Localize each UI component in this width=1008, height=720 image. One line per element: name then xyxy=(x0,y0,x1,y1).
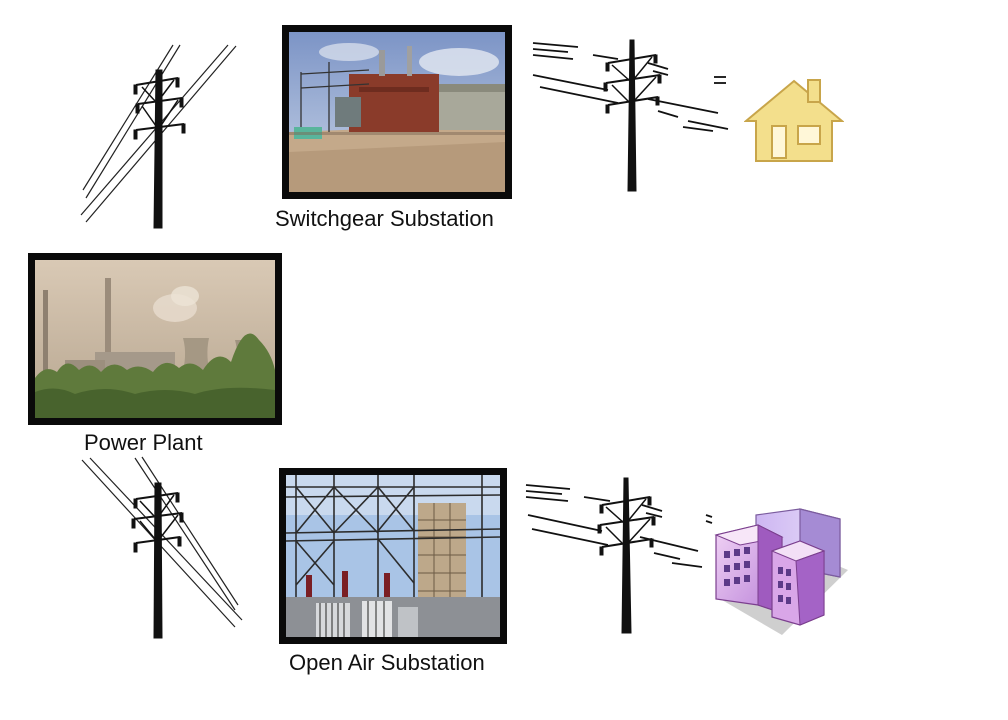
tower-bottom-left xyxy=(81,456,243,639)
open-air-substation-photo xyxy=(279,468,507,644)
power-plant-photo xyxy=(28,253,282,425)
open-air-substation-label: Open Air Substation xyxy=(289,650,485,675)
power-plant-label: Power Plant xyxy=(84,430,203,455)
tower-top-left xyxy=(80,44,237,229)
house-icon xyxy=(744,79,844,162)
tower-bottom-right xyxy=(525,477,713,634)
tower-top-right xyxy=(532,39,729,192)
switchgear-substation-photo xyxy=(282,25,512,199)
switchgear-substation-label: Switchgear Substation xyxy=(275,206,494,231)
office-buildings-icon xyxy=(714,508,848,635)
